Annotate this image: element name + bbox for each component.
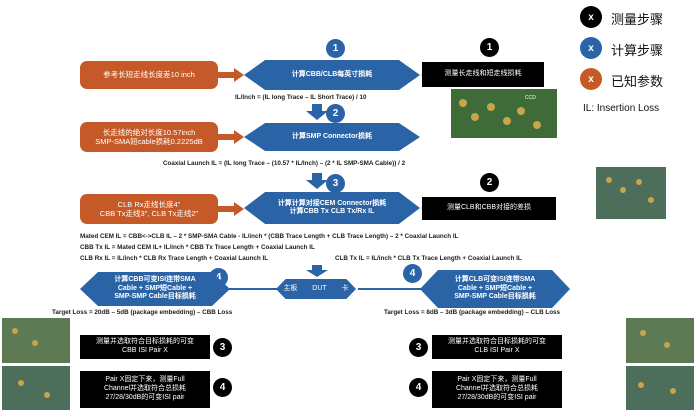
dut-label-mainboard: 主板 [283, 284, 298, 292]
compute-smp-connector-loss: 计算SMP Connector损耗 [244, 123, 420, 151]
arrow-known2-to-compute2 [218, 130, 244, 144]
compute-cbb-target-loss: 计算CBB可变ISI连带SMA Cable + SMP短Cable + SMP-… [80, 272, 230, 306]
step-badge-compute-2: 2 [326, 104, 345, 123]
measure-full-channel-left: Pair X固定下来，测量Full Channel并选取符合总损耗 27/28/… [80, 371, 210, 408]
legend-il-note: IL: Insertion Loss [583, 103, 660, 114]
measure-full-channel-right: Pair X固定下来，测量Full Channel并选取符合总损耗 27/28/… [432, 371, 562, 408]
arrow-step1-to-step2 [306, 104, 328, 120]
step-badge-measure-1: 1 [480, 38, 499, 57]
compute-clb-target-loss: 计算CLB可变ISI连带SMA Cable + SMP短Cable + SMP-… [420, 270, 570, 308]
arrow-step2-to-step3 [306, 173, 328, 189]
known-trace-length-cable-loss: 长走线的绝对长度10.57inch SMP-SMA短cable损耗0.2225d… [80, 122, 218, 152]
step-badge-compute-4-right: 4 [403, 264, 422, 283]
legend-compute-label: 计算步骤 [611, 43, 664, 58]
connector-right-line [358, 288, 448, 290]
known-length-diff-box: 参考长短走线长度差10 inch [80, 61, 218, 89]
dut-label: DUT [312, 284, 327, 292]
step-badge-compute-1: 1 [326, 39, 345, 58]
step-badge-measure-2: 2 [480, 173, 499, 192]
formula-clb-tx-il: CLB Tx IL = IL/inch * CLB Tx Trace Lengt… [335, 255, 522, 262]
formula-il-per-inch: IL/Inch = (IL long Trace – IL Short Trac… [235, 94, 367, 101]
step-badge-compute-3: 3 [326, 174, 345, 193]
board-photo-6 [626, 366, 694, 410]
arrow-step3-to-dut [306, 265, 328, 277]
measure-clb-isi-pair: 测量并选取符合目标损耗的可变 CLB ISI Pair X [432, 335, 562, 359]
board-photo-3 [2, 318, 70, 363]
target-loss-cbb: Target Loss = 20dB – 5dB (package embedd… [52, 309, 233, 316]
board-photo-4 [2, 366, 70, 410]
compute-cem-connector-loss: 计算计算对接CEM Connector损耗 计算CBB Tx CLB Tx/Rx… [244, 192, 420, 224]
measure-long-short-trace: 测量长走线和短走线损耗 [422, 62, 544, 87]
formula-mated-cem-il: Mated CEM IL = CBB<->CLB IL – 2 * SMP-SM… [80, 233, 459, 240]
legend-known-label: 已知参数 [611, 74, 664, 89]
legend-measure-label: 测量步骤 [611, 12, 664, 27]
formula-coaxial-launch: Coaxial Launch IL = (IL long Trace – (10… [163, 160, 406, 167]
legend-known-marker: x [580, 68, 602, 90]
arrow-known3-to-compute3 [218, 202, 244, 216]
step-badge-measure-3-right: 3 [409, 338, 428, 357]
dut-label-card: 卡 [341, 284, 349, 292]
compute-il-per-inch: 计算CBB/CLB每英寸损耗 [244, 60, 420, 90]
formula-cbb-tx-il: CBB Tx IL = Mated CEM IL+ IL/inch * CBB … [80, 244, 315, 251]
measure-cbb-isi-pair: 测量并选取符合目标损耗的可变 CBB ISI Pair X [80, 335, 210, 359]
board-photo-5 [626, 318, 694, 363]
dut-center-hex: 主板 DUT 卡 [276, 279, 356, 299]
target-loss-clb: Target Loss = 8dB – 3dB (package embeddi… [384, 309, 561, 316]
step-badge-measure-4-left: 4 [213, 378, 232, 397]
arrow-known1-to-compute1 [218, 68, 244, 82]
known-tx-rx-trace-lengths: CLB Rx走线长度4" CBB Tx走线3", CLB Tx走线2" [80, 194, 218, 224]
legend-measure-marker: x [580, 6, 602, 28]
formula-clb-rx-il: CLB Rx IL = IL/inch * CLB Rx Trace Lengt… [80, 255, 269, 262]
legend-compute-marker: x [580, 37, 602, 59]
measure-clb-cbb-mated-loss: 测量CLB和CBB对接的差损 [422, 197, 556, 220]
board-photo-2 [596, 167, 666, 219]
board-photo-1: CCD [451, 89, 557, 138]
step-badge-measure-4-right: 4 [409, 378, 428, 397]
board-photo-1-label: CCD [525, 95, 536, 101]
step-badge-measure-3-left: 3 [213, 338, 232, 357]
